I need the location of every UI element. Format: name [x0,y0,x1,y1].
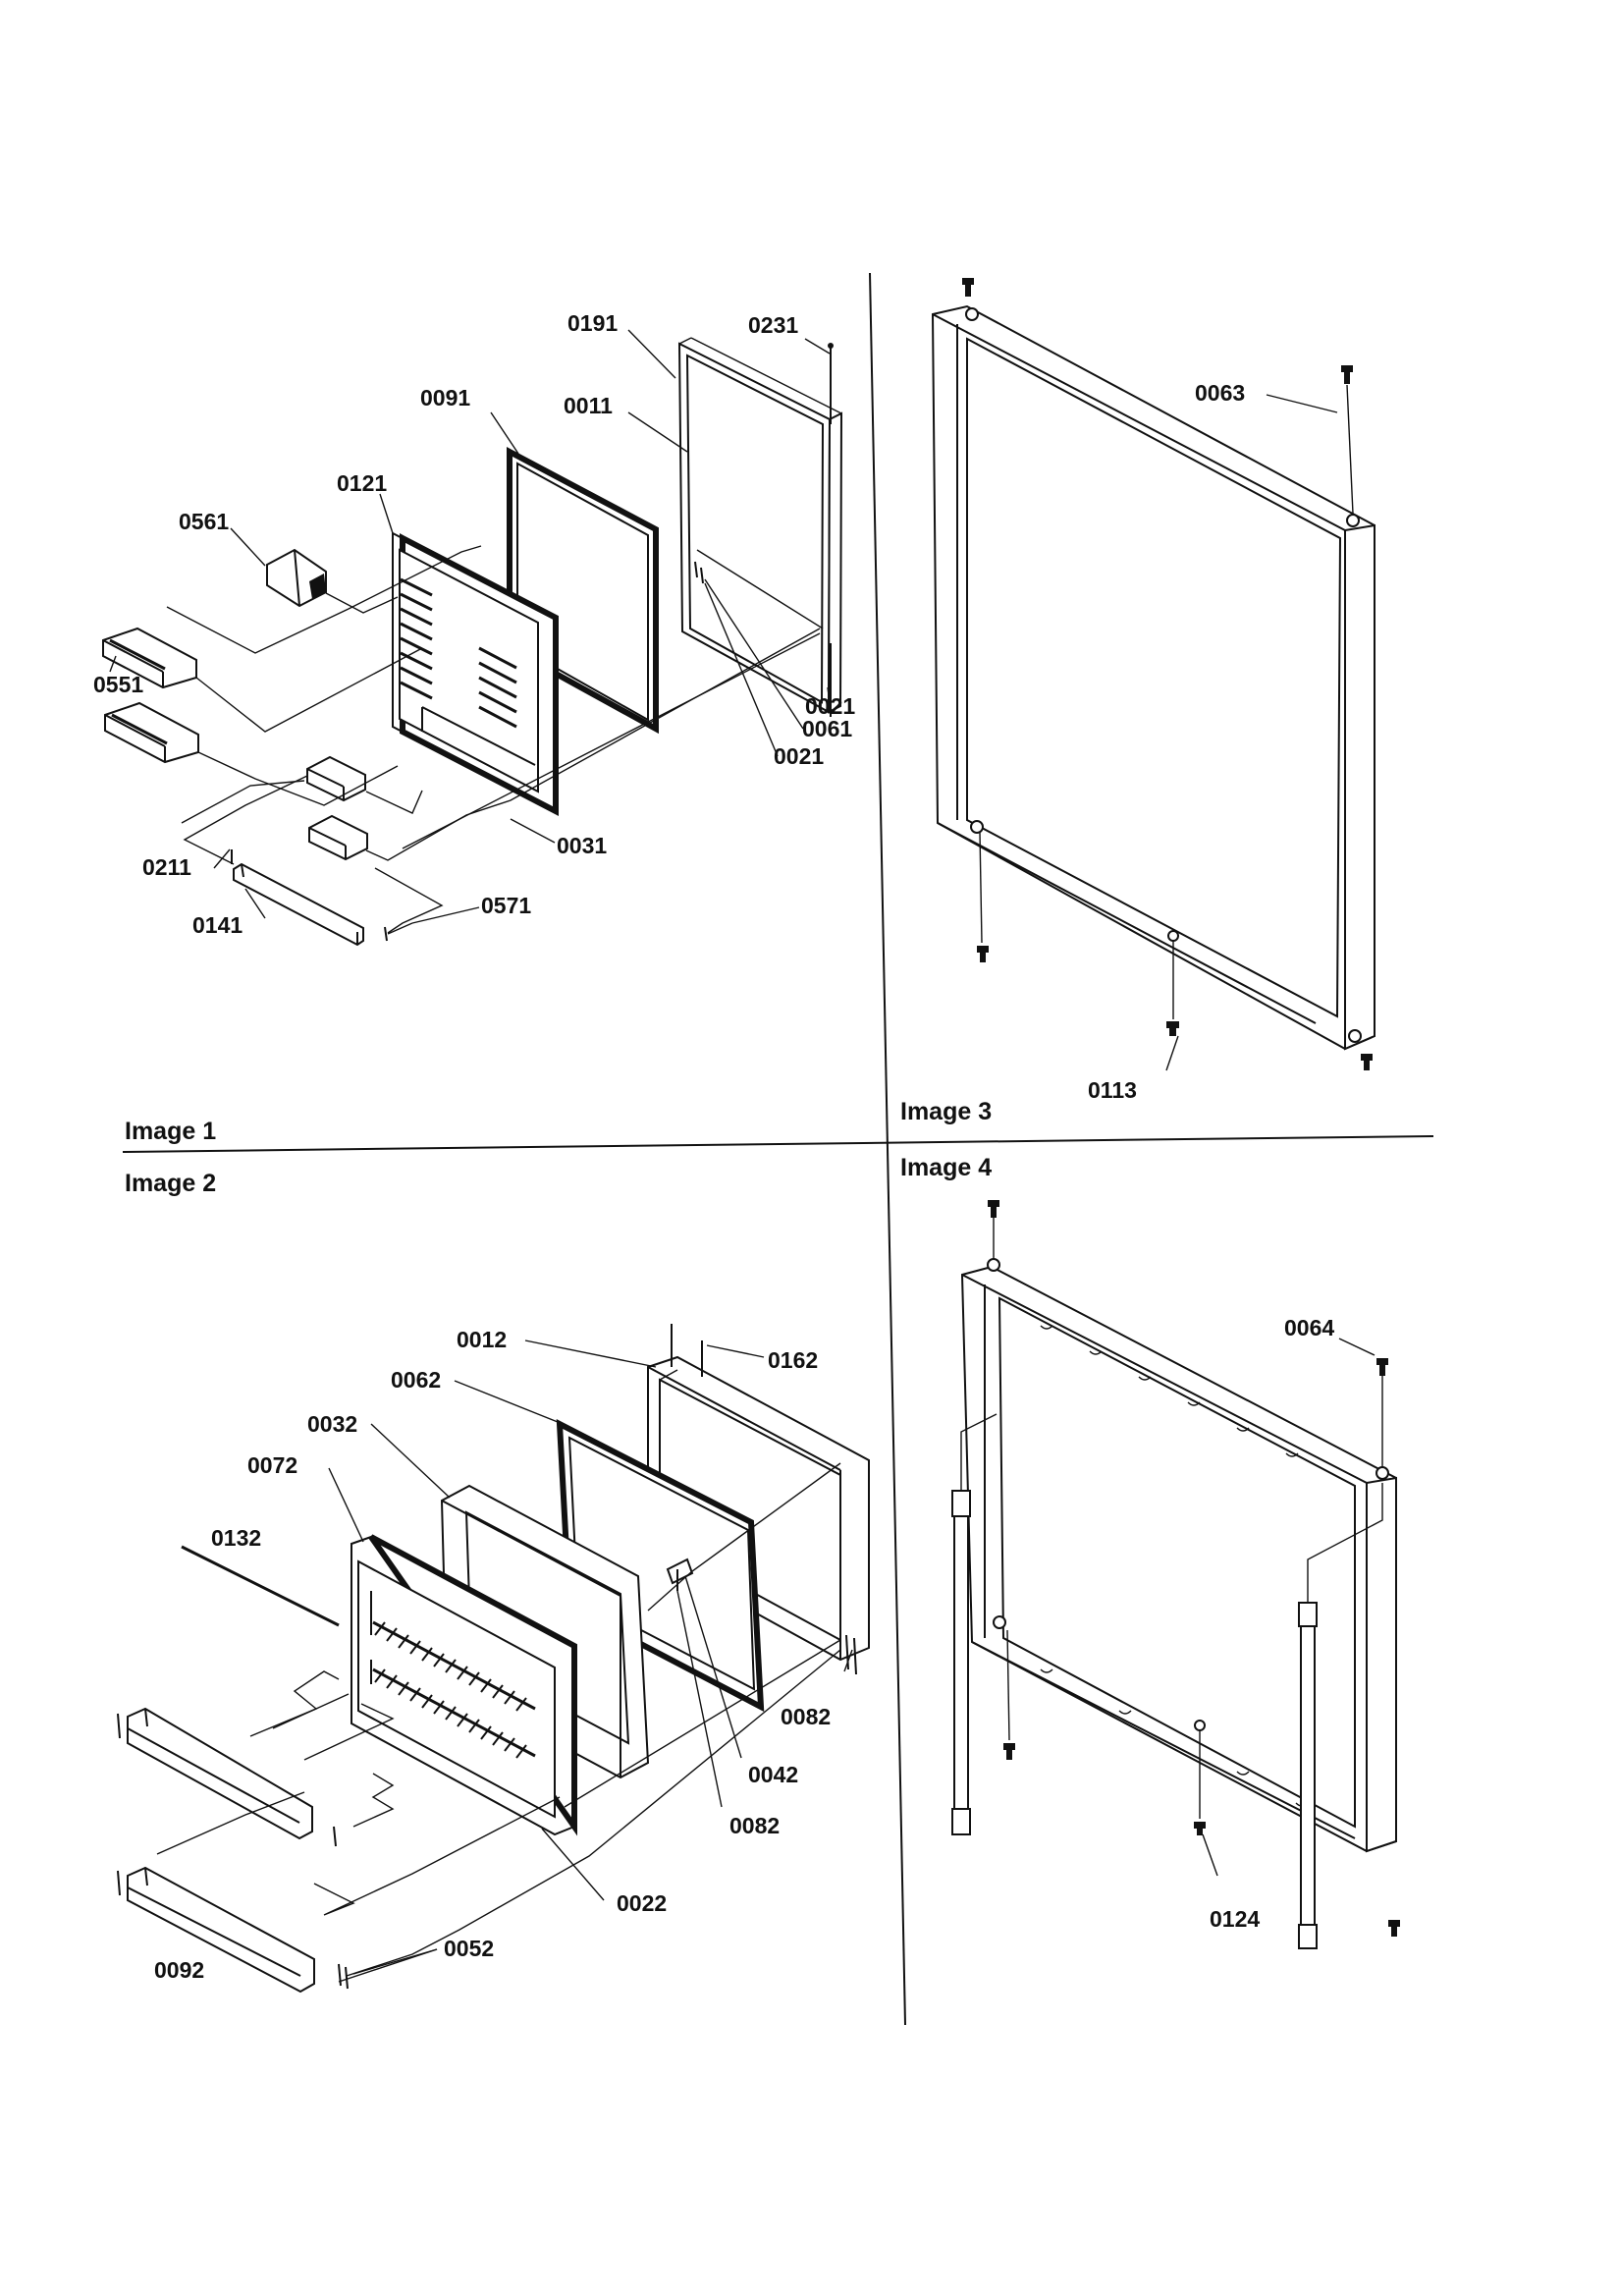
callout-0082-right: 0082 [781,1704,831,1729]
assembly-leaders-p1 [166,545,821,934]
hinge-rod-left [951,1413,998,1835]
callout-0022: 0022 [617,1890,667,1916]
screw-top-right-icon [1341,365,1353,384]
egg-bin-0561 [266,548,327,608]
door-shelf-0092 [117,1866,315,1994]
inner-door-0072 [351,1534,577,1836]
callout-0031: 0031 [557,833,607,858]
frame-notches-p4 [1040,1325,1309,1807]
dairy-cup-0571-b [308,814,368,861]
callout-0121: 0121 [337,470,387,496]
screw-0124 [1194,1730,1206,1835]
callout-0062: 0062 [391,1367,441,1393]
hinge-pins-0082 [845,1634,857,1675]
callout-0162: 0162 [768,1347,818,1373]
callout-leaders-p2 [328,1339,853,1983]
frame-holes-p3 [965,307,1362,1043]
door-shelf-upper [117,1707,337,1847]
callout-0561: 0561 [179,509,229,534]
screw-bottom-left-icon-p4 [1003,1743,1015,1760]
caption-image-4: Image 4 [900,1154,992,1181]
screw-0162 [671,1324,703,1377]
image-3-door-frame: 0063 0113 [931,278,1375,1103]
callout-0091: 0091 [420,385,470,410]
rod-0132 [181,1545,340,1627]
callout-0072: 0072 [247,1452,297,1478]
callout-0211: 0211 [142,854,191,880]
image-1-door-exploded-view: 0191 0231 0091 0011 0121 0561 0551 0021 … [93,310,855,947]
callout-0092: 0092 [154,1957,204,1983]
screw-bottom-left-icon [977,946,989,962]
callout-0032: 0032 [307,1411,357,1437]
panel-dividers [122,272,1434,2026]
callout-0141: 0141 [192,912,243,938]
dairy-cup-0571-a [306,755,366,802]
callout-leaders-p1 [109,329,831,935]
door-panel-0011 [677,337,843,714]
callout-0124: 0124 [1210,1906,1260,1932]
callout-0063: 0063 [1195,380,1245,406]
screw-0063-set [962,278,1373,1070]
callout-0082-lower: 0082 [729,1813,780,1838]
screw-bottom-right-icon-p4 [1388,1920,1400,1937]
callout-0052: 0052 [444,1936,494,1961]
screw-top-left-icon [962,278,974,297]
clips-0052 [338,1963,349,1990]
callout-0012: 0012 [457,1327,507,1352]
callout-0064: 0064 [1284,1315,1334,1340]
bracket-0042 [666,1558,694,1591]
screw-top-left-icon-p4 [988,1200,999,1218]
door-liner-0121 [392,531,559,816]
callout-0231: 0231 [748,312,798,338]
assembly-leaders-p2 [156,1462,841,1977]
screw-0231 [828,343,834,717]
callout-0551: 0551 [93,672,143,697]
screw-top-right-icon-p4 [1376,1358,1388,1376]
callout-0061: 0061 [802,716,852,741]
caption-image-3: Image 3 [900,1098,992,1125]
door-rail-0141 [231,849,388,947]
callout-0132: 0132 [211,1525,261,1551]
callout-0011: 0011 [564,393,613,418]
image-4-freezer-door-frame: 0064 0124 [951,1200,1400,1949]
door-bin-0551-lower [104,701,199,764]
callout-0571: 0571 [481,893,531,918]
hinge-screws-0061 [694,561,704,584]
callout-0021-upper: 0021 [805,693,855,719]
frame-holes-p4 [987,1258,1389,1731]
callout-0042: 0042 [748,1762,798,1787]
caption-image-1: Image 1 [125,1118,216,1145]
screw-0113 [1166,941,1179,1036]
callout-0021-lower: 0021 [774,743,824,769]
screw-bottom-right-icon [1361,1054,1373,1070]
hinge-rod-right [1298,1483,1383,1949]
screw-0064-set [988,1200,1400,1937]
callout-0113: 0113 [1088,1077,1137,1103]
image-2-freezer-door-exploded-view: 0012 0162 0062 0032 0072 0132 0082 0042 … [117,1324,870,1994]
callout-0191: 0191 [567,310,618,336]
caption-image-2: Image 2 [125,1170,216,1197]
